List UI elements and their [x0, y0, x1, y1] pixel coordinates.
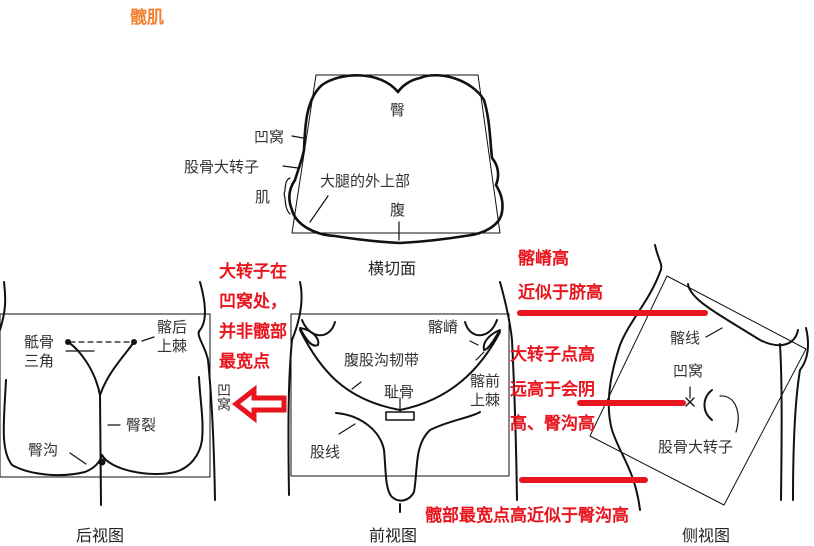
label-fossa-back: 凹窝: [215, 383, 231, 411]
front-view-drawing: [287, 281, 518, 513]
note-trochanter-height-1: 大转子点高: [510, 345, 595, 365]
label-muscle: 肌: [255, 188, 271, 206]
note-trochanter-1: 大转子在: [219, 262, 287, 282]
note-trochanter-3: 并非髋部: [219, 322, 287, 342]
label-gluteal-cleft: 臀裂: [126, 416, 157, 434]
label-groin-line: 股线: [310, 443, 341, 461]
label-iliac-crest: 髂嵴: [428, 318, 459, 336]
label-sacral-triangle-2: 三角: [24, 352, 55, 370]
page-title: 髋肌: [130, 8, 164, 28]
note-iliac-crest-2: 近似于脐高: [518, 283, 603, 303]
caption-front-view: 前视图: [369, 526, 418, 545]
label-psis-1: 髂后: [157, 318, 188, 336]
label-asis-1: 髂前: [470, 372, 501, 390]
note-trochanter-height-2: 远高于会阴: [510, 380, 595, 400]
note-trochanter-height-3: 高、臀沟高: [510, 414, 595, 434]
label-gluteal-fold: 臀沟: [28, 441, 59, 459]
label-fossa-cross: 凹窝: [254, 128, 285, 146]
red-annotations: [517, 310, 708, 483]
back-view-drawing: [0, 281, 216, 506]
caption-cross-section: 横切面: [368, 259, 417, 278]
label-upper-outer-thigh: 大腿的外上部: [320, 172, 411, 190]
label-sacral-triangle-1: 骶骨: [24, 333, 55, 351]
label-abdomen: 腹: [390, 201, 406, 219]
caption-side-view: 侧视图: [682, 526, 731, 545]
label-fossa-side: 凹窝: [673, 362, 704, 380]
note-iliac-crest-1: 髂嵴高: [518, 249, 569, 269]
label-iliac-line: 髂线: [670, 329, 701, 347]
note-trochanter-2: 凹窝处，: [219, 292, 287, 312]
note-widest-point: 髋部最宽点高近似于臀沟高: [425, 506, 629, 526]
note-trochanter-4: 最宽点: [219, 352, 270, 372]
side-view-drawing: [589, 244, 809, 511]
caption-back-view: 后视图: [76, 526, 125, 545]
label-asis-2: 上棘: [470, 391, 501, 409]
label-pubis: 耻骨: [384, 383, 415, 401]
label-trochanter-side: 股骨大转子: [658, 438, 734, 456]
label-trochanter-cross: 股骨大转子: [184, 158, 260, 176]
red-arrow-icon: [231, 384, 287, 424]
label-psis-2: 上棘: [157, 337, 188, 355]
cross-section-drawing: [282, 73, 504, 245]
label-gluteus: 臀: [390, 101, 406, 119]
label-inguinal-ligament: 腹股沟韧带: [344, 351, 420, 369]
